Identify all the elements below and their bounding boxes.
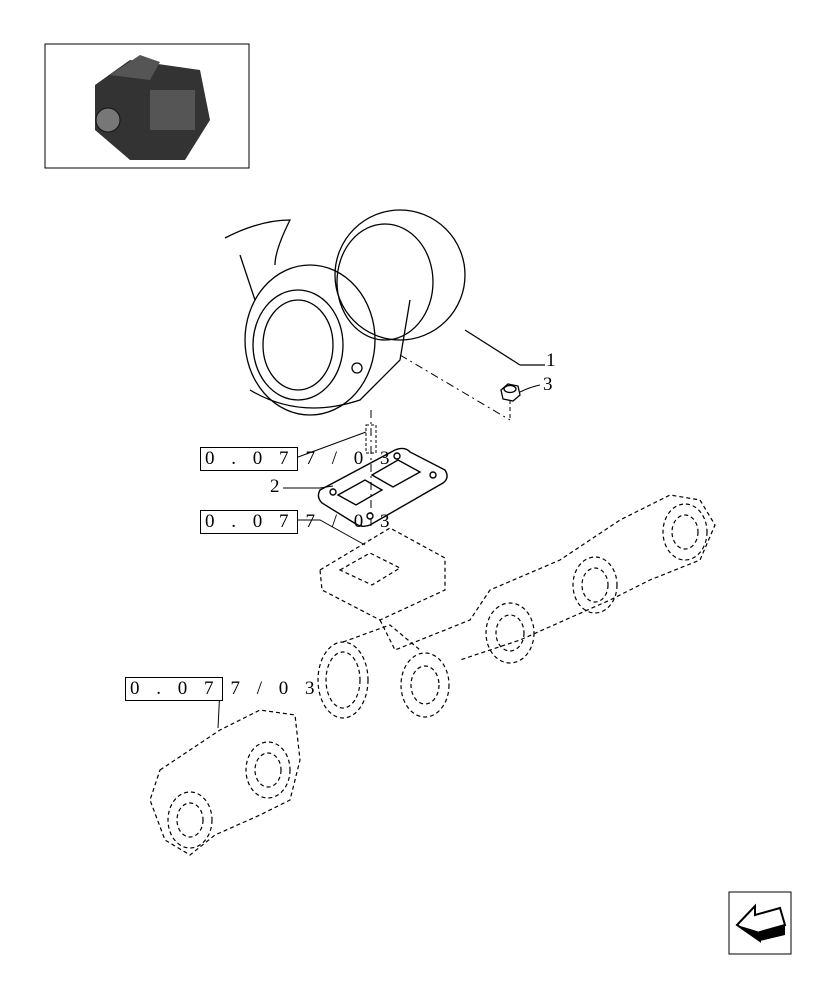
callout-2: 2	[270, 476, 280, 497]
reference-tail: 7 / 0 3	[305, 511, 396, 532]
previous-page-arrow-icon[interactable]	[728, 891, 792, 955]
reference-tail: 7 / 0 3	[305, 448, 396, 469]
reference-box: 0 . 0 7	[200, 510, 298, 534]
reference-link[interactable]: 0 . 0 7 7 / 0 3	[200, 510, 396, 534]
reference-tail: 7 / 0 3	[230, 678, 321, 699]
reference-link[interactable]: 0 . 0 7 7 / 0 3	[200, 447, 396, 471]
callout-3: 3	[543, 374, 553, 395]
exhaust-manifold-section	[149, 709, 301, 856]
reference-link[interactable]: 0 . 0 7 7 / 0 3	[125, 677, 321, 701]
exhaust-manifold	[317, 494, 716, 719]
reference-box: 0 . 0 7	[200, 447, 298, 471]
callout-1: 1	[546, 350, 556, 371]
turbocharger	[224, 209, 466, 416]
reference-box: 0 . 0 7	[125, 677, 223, 701]
engine-thumbnail[interactable]	[44, 43, 250, 169]
gasket	[317, 447, 448, 527]
nut	[500, 383, 521, 402]
